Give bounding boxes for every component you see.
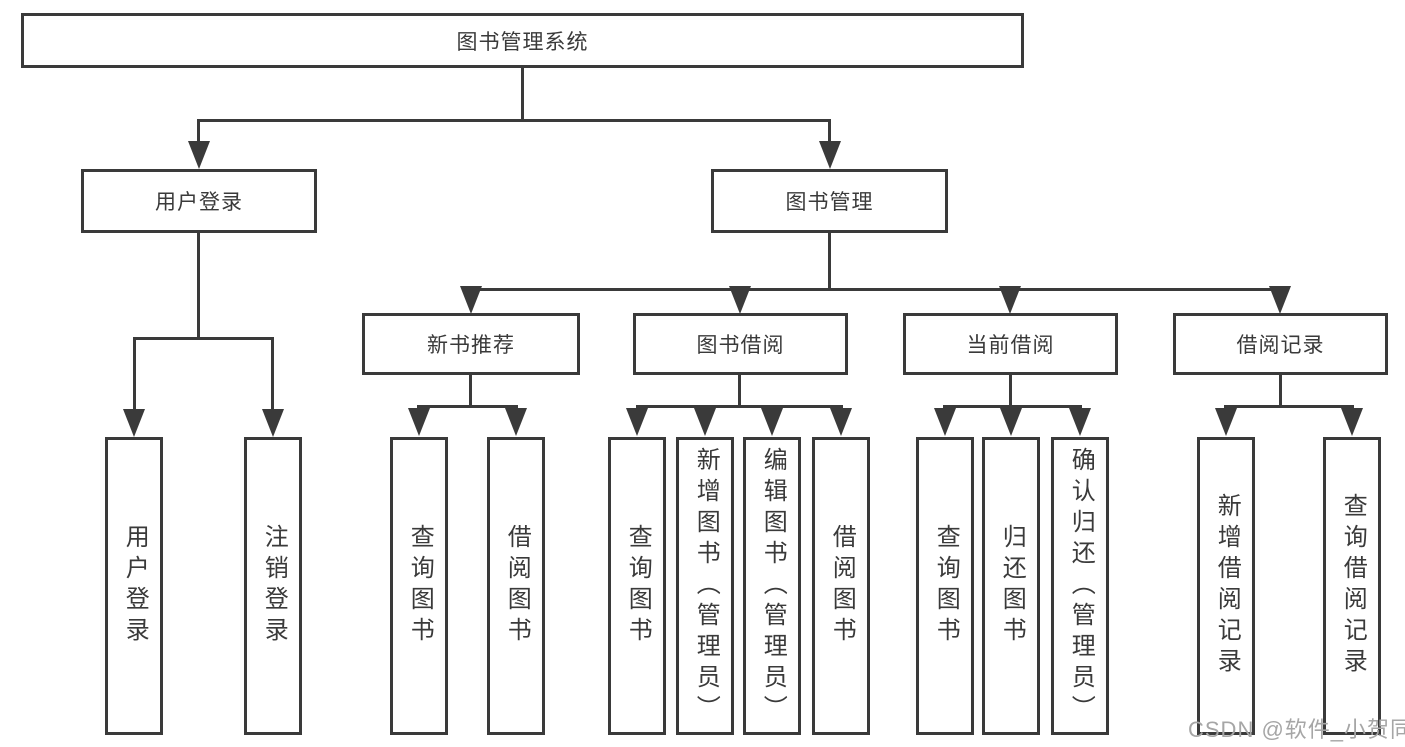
- arrow-down-icon: [819, 141, 841, 169]
- edge-stem-leaf-login: [133, 337, 136, 417]
- edge-userlogin-vertical: [197, 233, 200, 340]
- arrow-down-icon: [505, 408, 527, 436]
- leaf-confirm-return-admin: 确认归还（管理员）: [1051, 437, 1109, 735]
- arrow-down-icon: [626, 408, 648, 436]
- edge-current-horizontal: [943, 405, 1082, 408]
- arrow-down-icon: [262, 409, 284, 437]
- node-label: 图书借阅: [696, 334, 785, 357]
- node-label: 图书管理系统: [456, 30, 589, 54]
- node-label: 借阅图书: [503, 524, 531, 648]
- edge-current-vertical: [1009, 375, 1012, 408]
- node-label: 当前借阅: [966, 334, 1055, 357]
- arrow-down-icon: [408, 408, 430, 436]
- edge-recommend-horizontal: [417, 405, 518, 408]
- leaf-user-login: 用户登录: [105, 437, 163, 735]
- node-label: 查询图书: [624, 524, 652, 648]
- arrow-down-icon: [1000, 408, 1022, 436]
- leaf-query-borrow-record: 查询借阅记录: [1323, 437, 1381, 735]
- node-label: 新增借阅记录: [1213, 493, 1241, 679]
- leaf-return-books: 归还图书: [982, 437, 1040, 735]
- node-label: 借阅图书: [828, 524, 856, 648]
- node-label: 注销登录: [260, 524, 288, 648]
- node-label: 借阅记录: [1236, 334, 1325, 357]
- node-label: 用户登录: [121, 524, 149, 648]
- arrow-down-icon: [694, 408, 716, 436]
- node-label: 确认归还（管理员）: [1067, 446, 1095, 726]
- node-label: 编辑图书（管理员）: [759, 446, 787, 726]
- leaf-add-borrow-record: 新增借阅记录: [1197, 437, 1255, 735]
- leaf-edit-books-admin: 编辑图书（管理员）: [743, 437, 801, 735]
- edge-stem-book-management: [828, 119, 831, 145]
- edge-borrowing-horizontal: [636, 405, 843, 408]
- arrow-down-icon: [729, 286, 751, 314]
- node-label: 用户登录: [155, 191, 243, 214]
- leaf-query-books-current: 查询图书: [916, 437, 974, 735]
- leaf-logout: 注销登录: [244, 437, 302, 735]
- edge-records-vertical: [1279, 375, 1282, 408]
- node-label: 归还图书: [998, 524, 1026, 648]
- csdn-watermark: CSDN @软件_小贺同学: [1188, 717, 1405, 742]
- edge-records-horizontal: [1224, 405, 1354, 408]
- node-label: 查询借阅记录: [1339, 493, 1367, 679]
- node-label: 查询图书: [932, 524, 960, 648]
- edge-borrowing-vertical: [738, 375, 741, 408]
- edge-root-vertical: [521, 68, 524, 122]
- leaf-query-books-borrowing: 查询图书: [608, 437, 666, 735]
- node-system-root: 图书管理系统: [21, 13, 1024, 68]
- node-borrowing-records: 借阅记录: [1173, 313, 1388, 375]
- arrow-down-icon: [1341, 408, 1363, 436]
- arrow-down-icon: [123, 409, 145, 437]
- edge-bookmgmt-horizontal: [469, 288, 1282, 291]
- node-label: 图书管理: [785, 191, 874, 214]
- arrow-down-icon: [1069, 408, 1091, 436]
- leaf-borrow-books-borrowing: 借阅图书: [812, 437, 870, 735]
- arrow-down-icon: [830, 408, 852, 436]
- arrow-down-icon: [460, 286, 482, 314]
- arrow-down-icon: [1269, 286, 1291, 314]
- arrow-down-icon: [1215, 408, 1237, 436]
- node-user-login: 用户登录: [81, 169, 317, 233]
- arrow-down-icon: [999, 286, 1021, 314]
- node-label: 新书推荐: [427, 334, 515, 357]
- node-current-borrowing: 当前借阅: [903, 313, 1118, 375]
- edge-userlogin-horizontal: [133, 337, 274, 340]
- node-label: 新增图书（管理员）: [692, 446, 720, 726]
- edge-stem-leaf-logout: [271, 337, 274, 417]
- leaf-add-books-admin: 新增图书（管理员）: [676, 437, 734, 735]
- arrow-down-icon: [761, 408, 783, 436]
- node-new-book-recommend: 新书推荐: [362, 313, 580, 375]
- arrow-down-icon: [188, 141, 210, 169]
- arrow-down-icon: [934, 408, 956, 436]
- node-book-borrowing: 图书借阅: [633, 313, 848, 375]
- edge-root-horizontal: [197, 119, 831, 122]
- node-book-management: 图书管理: [711, 169, 948, 233]
- leaf-borrow-books-recommend: 借阅图书: [487, 437, 545, 735]
- node-label: 查询图书: [406, 524, 434, 648]
- edge-bookmgmt-vertical: [828, 233, 831, 291]
- leaf-query-books-recommend: 查询图书: [390, 437, 448, 735]
- edge-stem-user-login: [197, 119, 200, 145]
- edge-recommend-vertical: [469, 375, 472, 408]
